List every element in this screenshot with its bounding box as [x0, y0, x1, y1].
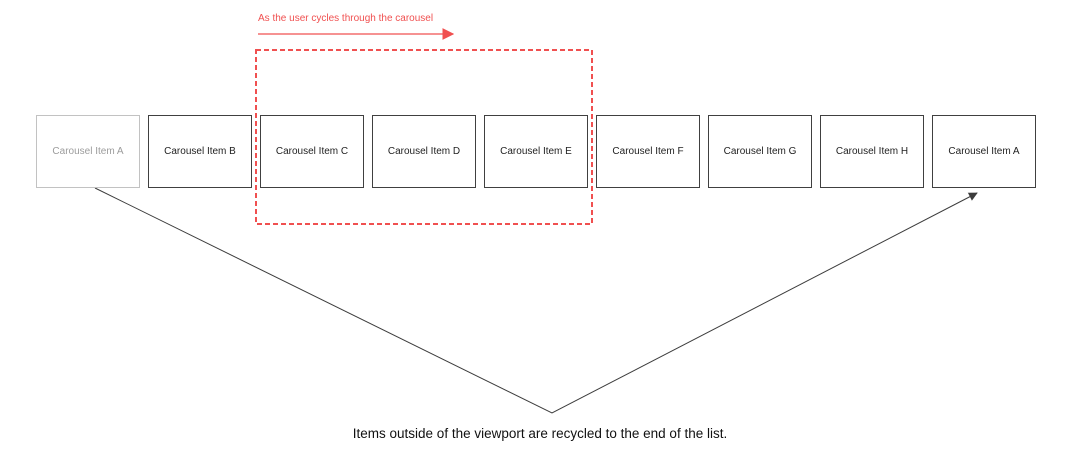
- carousel-item-label: Carousel Item G: [723, 146, 797, 157]
- carousel-item-label: Carousel Item C: [275, 146, 349, 157]
- carousel-item-4: Carousel Item E: [484, 115, 588, 188]
- carousel-item-7: Carousel Item H: [820, 115, 924, 188]
- carousel-row: Carousel Item A Carousel Item B Carousel I…: [36, 115, 1036, 188]
- carousel-item-2: Carousel Item C: [260, 115, 364, 188]
- carousel-item-label: Carousel Item D: [387, 146, 461, 157]
- carousel-item-1: Carousel Item B: [148, 115, 252, 188]
- carousel-item-0: Carousel Item A: [36, 115, 140, 188]
- carousel-item-8: Carousel Item A: [932, 115, 1036, 188]
- carousel-item-label: Carousel Item H: [835, 146, 909, 157]
- carousel-item-6: Carousel Item G: [708, 115, 812, 188]
- carousel-item-label: Carousel Item E: [500, 146, 572, 157]
- recycle-caption: Items outside of the viewport are recycl…: [352, 426, 728, 441]
- carousel-item-label: Carousel Item A: [52, 146, 124, 157]
- carousel-item-3: Carousel Item D: [372, 115, 476, 188]
- carousel-item-5: Carousel Item F: [596, 115, 700, 188]
- carousel-item-label: Carousel Item A: [948, 146, 1020, 157]
- cycle-direction-label: As the user cycles through the carousel: [258, 13, 434, 24]
- carousel-item-label: Carousel Item B: [164, 146, 236, 157]
- recycle-path-arrow-icon: [94, 187, 978, 414]
- viewport-dashed-outline: [255, 49, 593, 225]
- carousel-item-label: Carousel Item F: [612, 146, 684, 157]
